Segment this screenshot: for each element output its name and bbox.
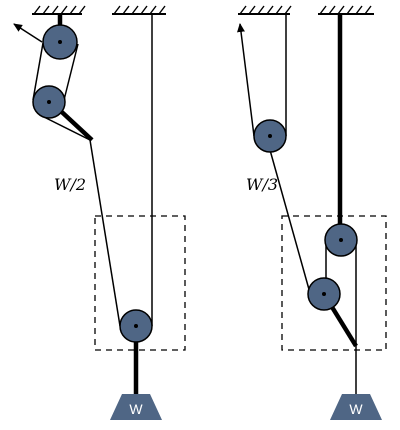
left-movable-pulley (119, 309, 153, 343)
right-pulley-system: W W/3 (237, 5, 387, 420)
left-fixed-pulley (42, 24, 78, 60)
right-ceiling-support-1 (238, 5, 292, 15)
left-rope-segment (32, 42, 44, 101)
right-hanging-pulley (324, 223, 358, 257)
left-ceiling-support-1 (32, 5, 86, 15)
left-pull-rope (13, 23, 43, 43)
left-rope-segment (89, 139, 121, 327)
left-weight: W (110, 394, 162, 420)
right-upper-pulley (253, 119, 287, 153)
right-weight: W (330, 394, 382, 420)
left-force-label: W/2 (54, 175, 86, 194)
right-weight-label: W (349, 401, 363, 417)
left-lower-pulley (32, 85, 66, 119)
left-weight-label: W (129, 401, 143, 417)
right-rope-segment (269, 149, 311, 294)
right-pull-rope (237, 23, 255, 137)
right-force-label: W/3 (246, 175, 278, 194)
left-rope-segment (41, 115, 91, 141)
right-ceiling-support-2 (318, 5, 374, 15)
left-pulley-system: W W/2 (13, 5, 186, 420)
left-ceiling-support-2 (112, 5, 166, 15)
left-rope-segment (63, 43, 79, 101)
right-movable-pulley (307, 277, 341, 311)
right-dashed-region (281, 215, 387, 351)
left-dashed-region (94, 215, 186, 351)
